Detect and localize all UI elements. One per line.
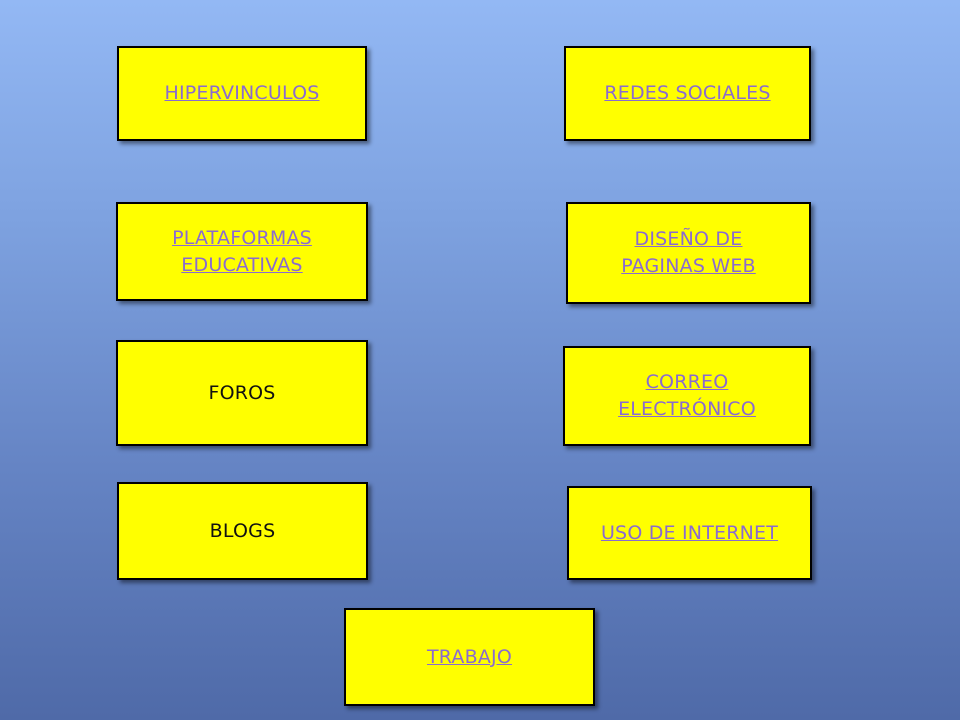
link-uso-de-internet[interactable]: USO DE INTERNET [600, 521, 779, 544]
box-diseno-paginas-web[interactable]: DISEÑO DE PAGINAS WEB [566, 202, 811, 304]
box-correo-electronico[interactable]: CORREO ELECTRÓNICO [563, 346, 811, 446]
box-blogs: BLOGS [117, 482, 368, 580]
link-trabajo[interactable]: TRABAJO [426, 645, 513, 668]
box-foros: FOROS [116, 340, 368, 446]
link-redes-sociales[interactable]: REDES SOCIALES [604, 82, 771, 104]
box-redes-sociales[interactable]: REDES SOCIALES [564, 46, 811, 141]
link-diseno-paginas-web[interactable]: DISEÑO DE PAGINAS WEB [621, 228, 756, 277]
link-plataformas-educativas[interactable]: PLATAFORMAS EDUCATIVAS [172, 226, 312, 276]
link-correo-electronico[interactable]: CORREO ELECTRÓNICO [618, 371, 756, 420]
box-trabajo[interactable]: TRABAJO [344, 608, 595, 706]
box-plataformas-educativas[interactable]: PLATAFORMAS EDUCATIVAS [116, 202, 368, 301]
box-uso-de-internet[interactable]: USO DE INTERNET [567, 486, 812, 580]
label-foros: FOROS [208, 381, 276, 404]
box-hipervinculos[interactable]: HIPERVINCULOS [117, 46, 367, 141]
link-hipervinculos[interactable]: HIPERVINCULOS [164, 82, 320, 104]
label-blogs: BLOGS [209, 519, 276, 542]
